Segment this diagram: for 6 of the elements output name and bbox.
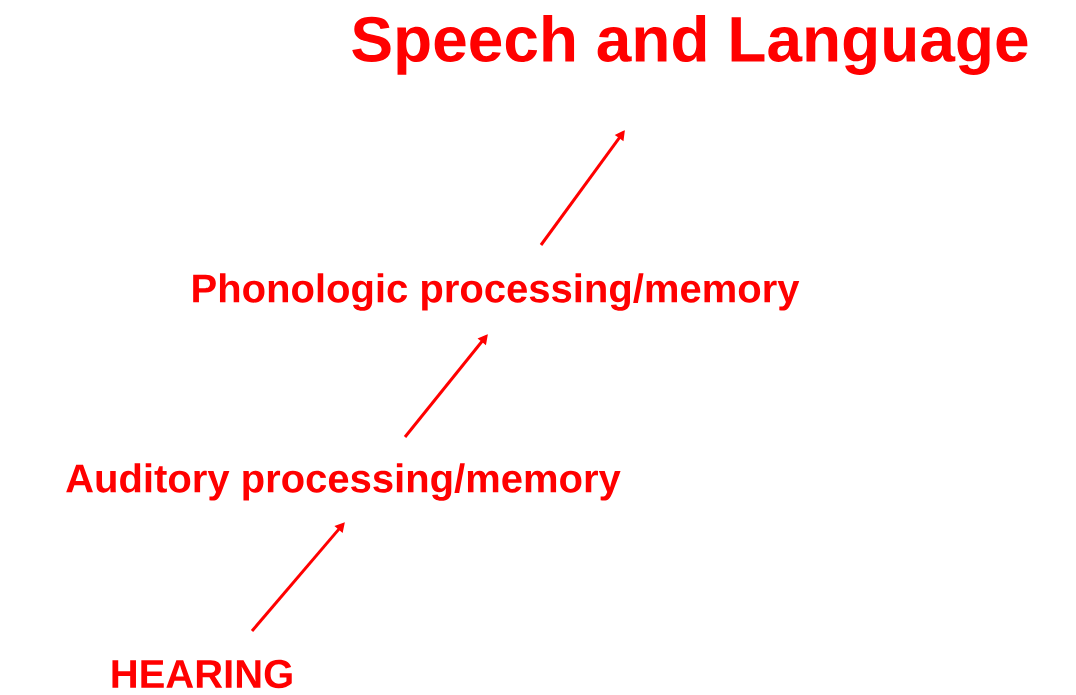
node-label: Phonologic processing/memory bbox=[193, 273, 800, 311]
heading-text: Speech and Language bbox=[352, 15, 1028, 75]
arrow bbox=[250, 522, 345, 632]
arrow bbox=[403, 334, 488, 438]
node-label: Auditory processing/memory bbox=[66, 463, 621, 501]
node-label: HEARING bbox=[112, 659, 292, 689]
